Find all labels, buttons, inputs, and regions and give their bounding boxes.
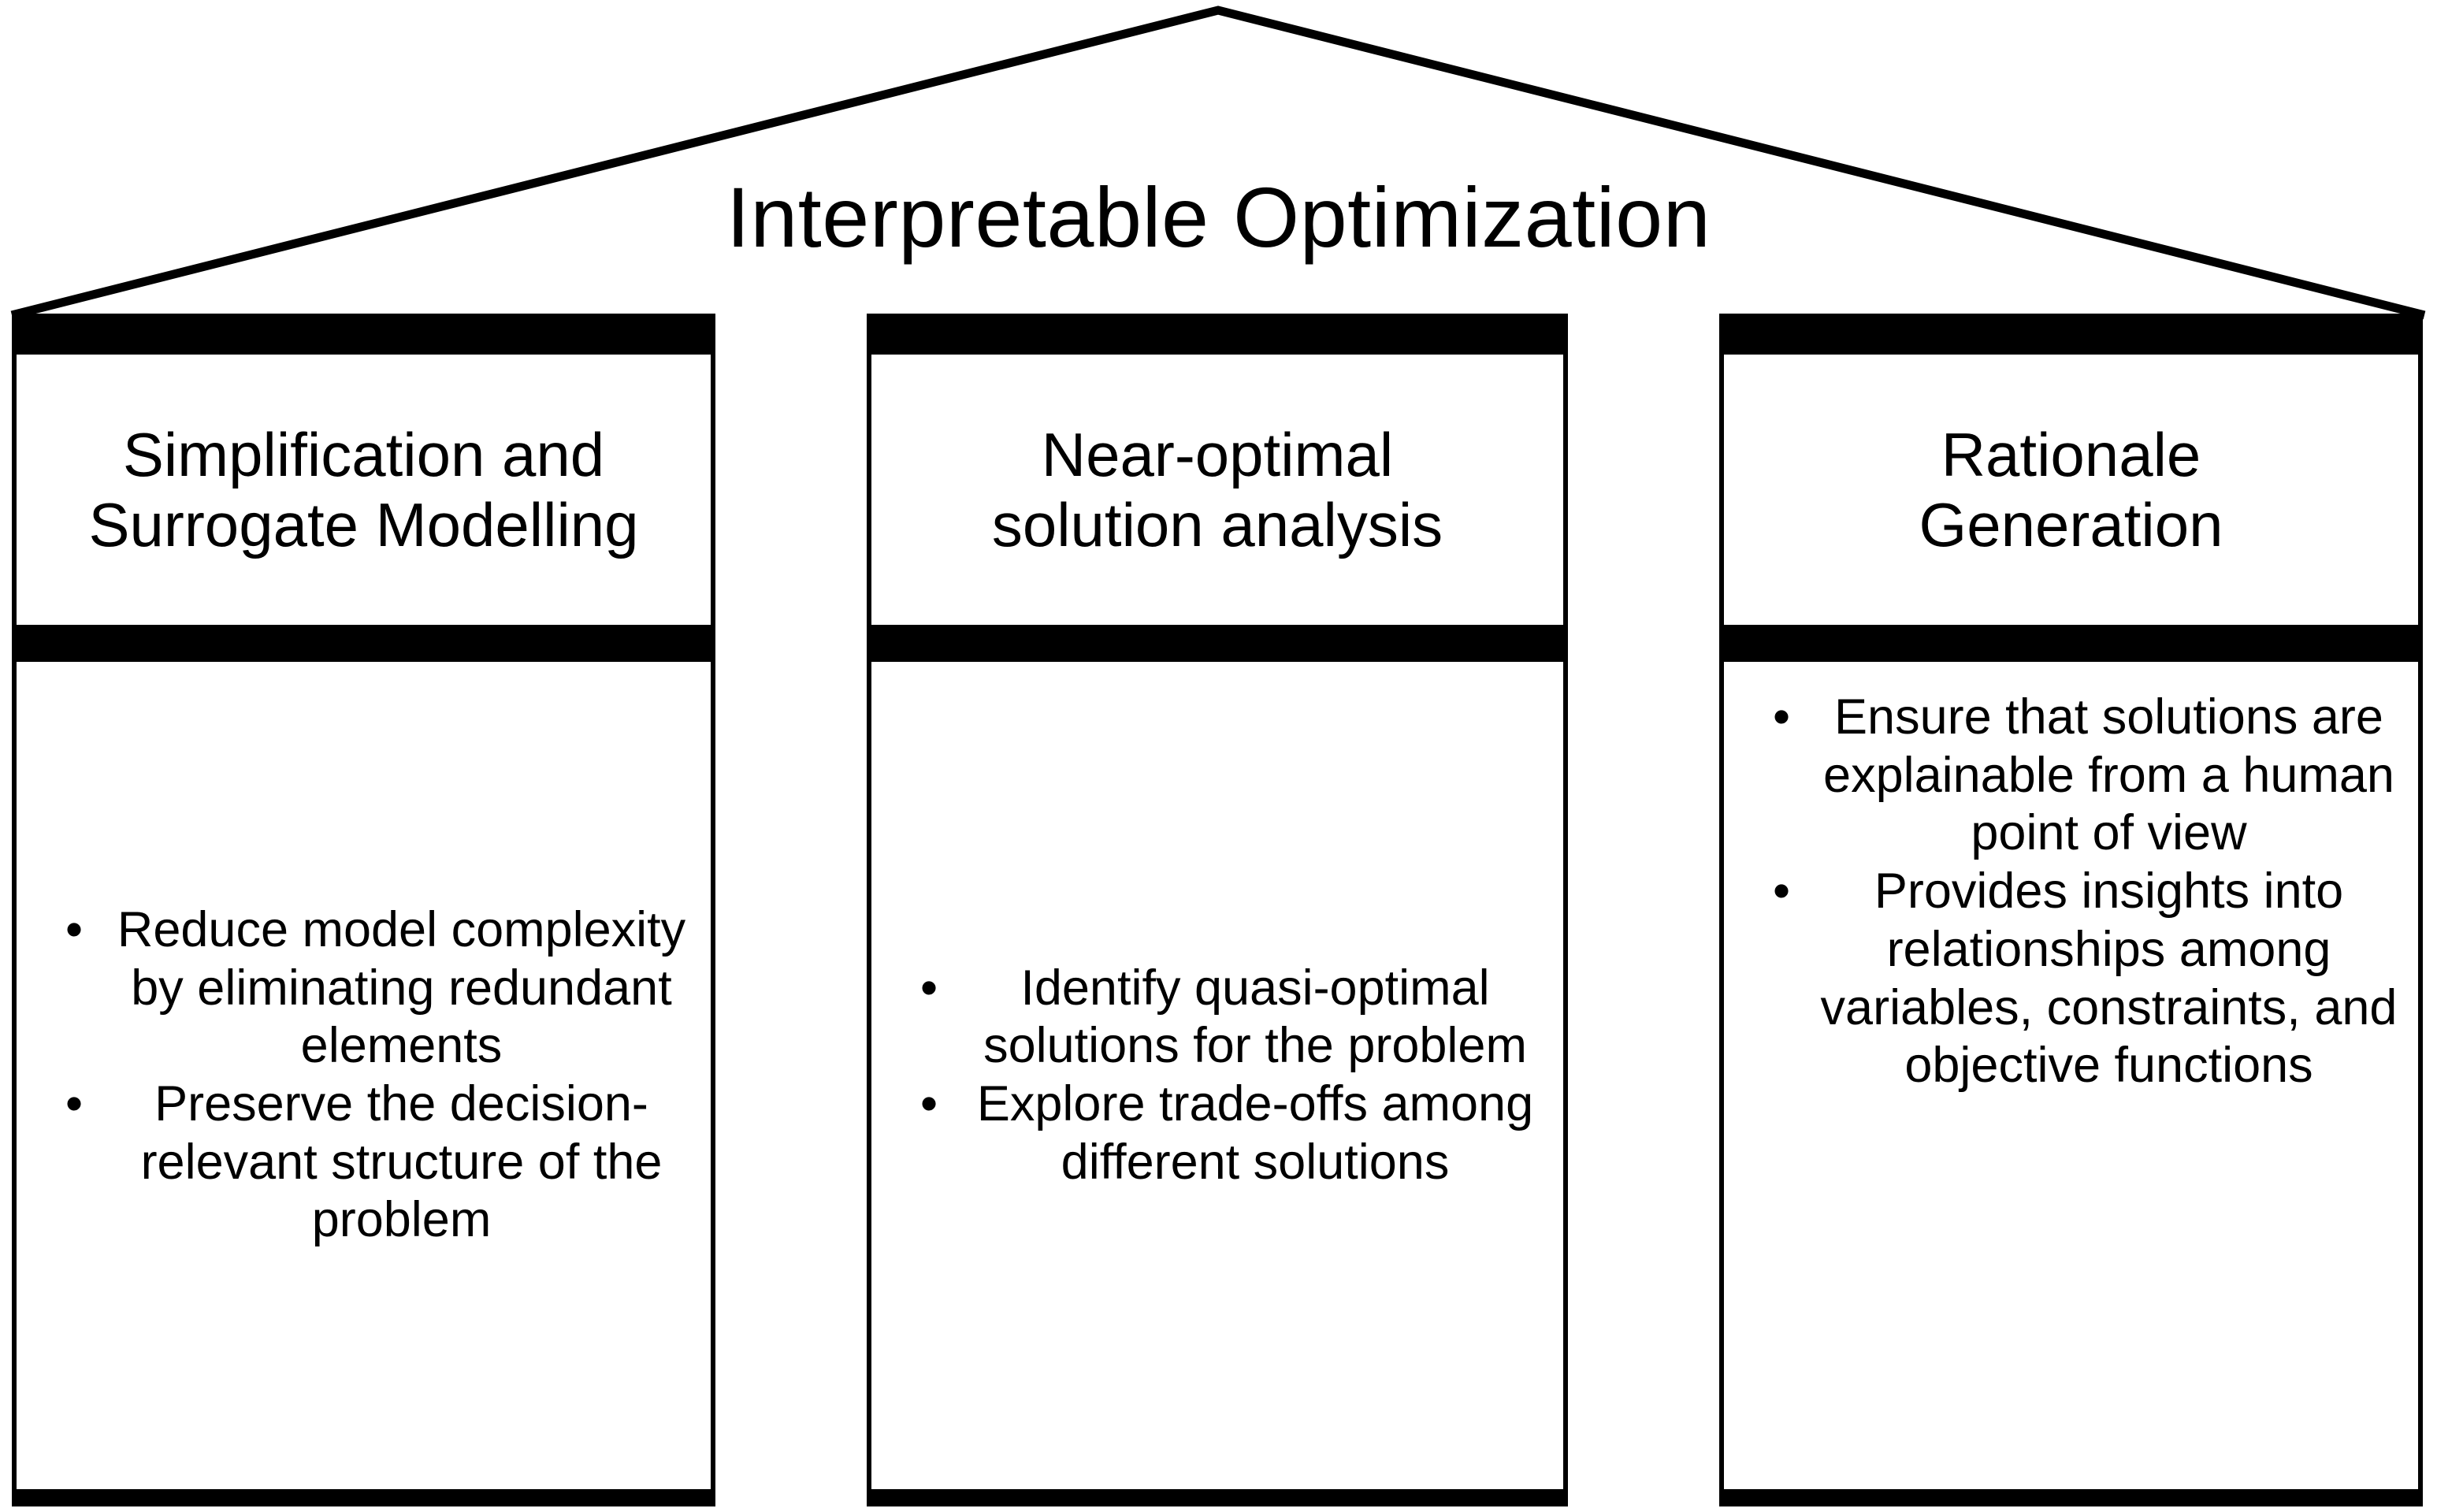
bullet-icon: •	[65, 1076, 84, 1131]
list-item-label: Preserve the decision-relevant structure…	[140, 1076, 663, 1248]
list-item-label: Provides insights into relationships amo…	[1820, 864, 2398, 1094]
list-item-label: Reduce model complexity by eliminating r…	[117, 901, 686, 1074]
pillar-bullet-list: • Identify quasi-optimal solutions for t…	[892, 960, 1543, 1192]
pillar-header-label: Rationale Generation	[1919, 420, 2223, 559]
pillar-header-label: Near-optimal solution analysis	[992, 420, 1443, 559]
pillar-header-line: solution analysis	[991, 489, 1443, 559]
list-item: • Reduce model complexity by eliminating…	[37, 901, 690, 1075]
pillar-header-line: Simplification and	[122, 420, 605, 490]
pillar-body-box: • Ensure that solutions are explainable …	[1719, 662, 2423, 1489]
pillar-header-box: Rationale Generation	[1719, 355, 2423, 625]
pillar-header-box: Simplification and Surrogate Modelling	[12, 355, 715, 625]
pillar-header-line: Surrogate Modelling	[88, 489, 639, 559]
list-item: • Ensure that solutions are explainable …	[1744, 689, 2398, 863]
list-item: • Explore trade-offs among different sol…	[892, 1075, 1543, 1191]
bullet-icon: •	[920, 960, 938, 1016]
pillar-capital-band	[867, 314, 1568, 355]
pillar-divider-band	[867, 625, 1568, 662]
pillar-bullet-list: • Reduce model complexity by eliminating…	[37, 901, 690, 1250]
list-item-label: Ensure that solutions are explainable fr…	[1823, 689, 2394, 861]
list-item: • Identify quasi-optimal solutions for t…	[892, 960, 1543, 1075]
pillar-near-optimal-solution-analysis: Near-optimal solution analysis • Identif…	[867, 314, 1568, 1506]
list-item: • Preserve the decision-relevant structu…	[37, 1075, 690, 1250]
pillar-header-line: Near-optimal	[1041, 420, 1394, 490]
pillar-divider-band	[12, 625, 715, 662]
pillar-capital-band	[12, 314, 715, 355]
pillar-rationale-generation: Rationale Generation • Ensure that solut…	[1719, 314, 2423, 1506]
bullet-icon: •	[1773, 864, 1791, 919]
pillar-header-line: Rationale	[1941, 420, 2201, 490]
list-item: • Provides insights into relationships a…	[1744, 863, 2398, 1095]
pillar-body-box: • Identify quasi-optimal solutions for t…	[867, 662, 1568, 1489]
pillar-capital-band	[1719, 314, 2423, 355]
pillar-divider-band	[1719, 625, 2423, 662]
page-title: Interpretable Optimization	[726, 169, 1711, 265]
pillar-simplification-surrogate-modelling: Simplification and Surrogate Modelling •…	[12, 314, 715, 1506]
pillar-header-label: Simplification and Surrogate Modelling	[88, 420, 638, 559]
pillars-row: Simplification and Surrogate Modelling •…	[12, 314, 2423, 1506]
pillar-body-box: • Reduce model complexity by eliminating…	[12, 662, 715, 1489]
bullet-icon: •	[920, 1076, 938, 1131]
pillar-header-box: Near-optimal solution analysis	[867, 355, 1568, 625]
bullet-icon: •	[65, 901, 84, 957]
pillar-base-band	[1719, 1489, 2423, 1506]
bullet-icon: •	[1773, 689, 1791, 745]
pillar-gap	[1568, 314, 1719, 1506]
list-item-label: Explore trade-offs among different solut…	[976, 1076, 1534, 1190]
list-item-label: Identify quasi-optimal solutions for the…	[983, 960, 1527, 1074]
pillar-gap	[715, 314, 867, 1506]
pillar-base-band	[867, 1489, 1568, 1506]
pillar-bullet-list: • Ensure that solutions are explainable …	[1744, 689, 2398, 1095]
pillar-base-band	[12, 1489, 715, 1506]
pillar-header-line: Generation	[1919, 489, 2223, 559]
pediment-roof-icon	[10, 6, 2426, 320]
